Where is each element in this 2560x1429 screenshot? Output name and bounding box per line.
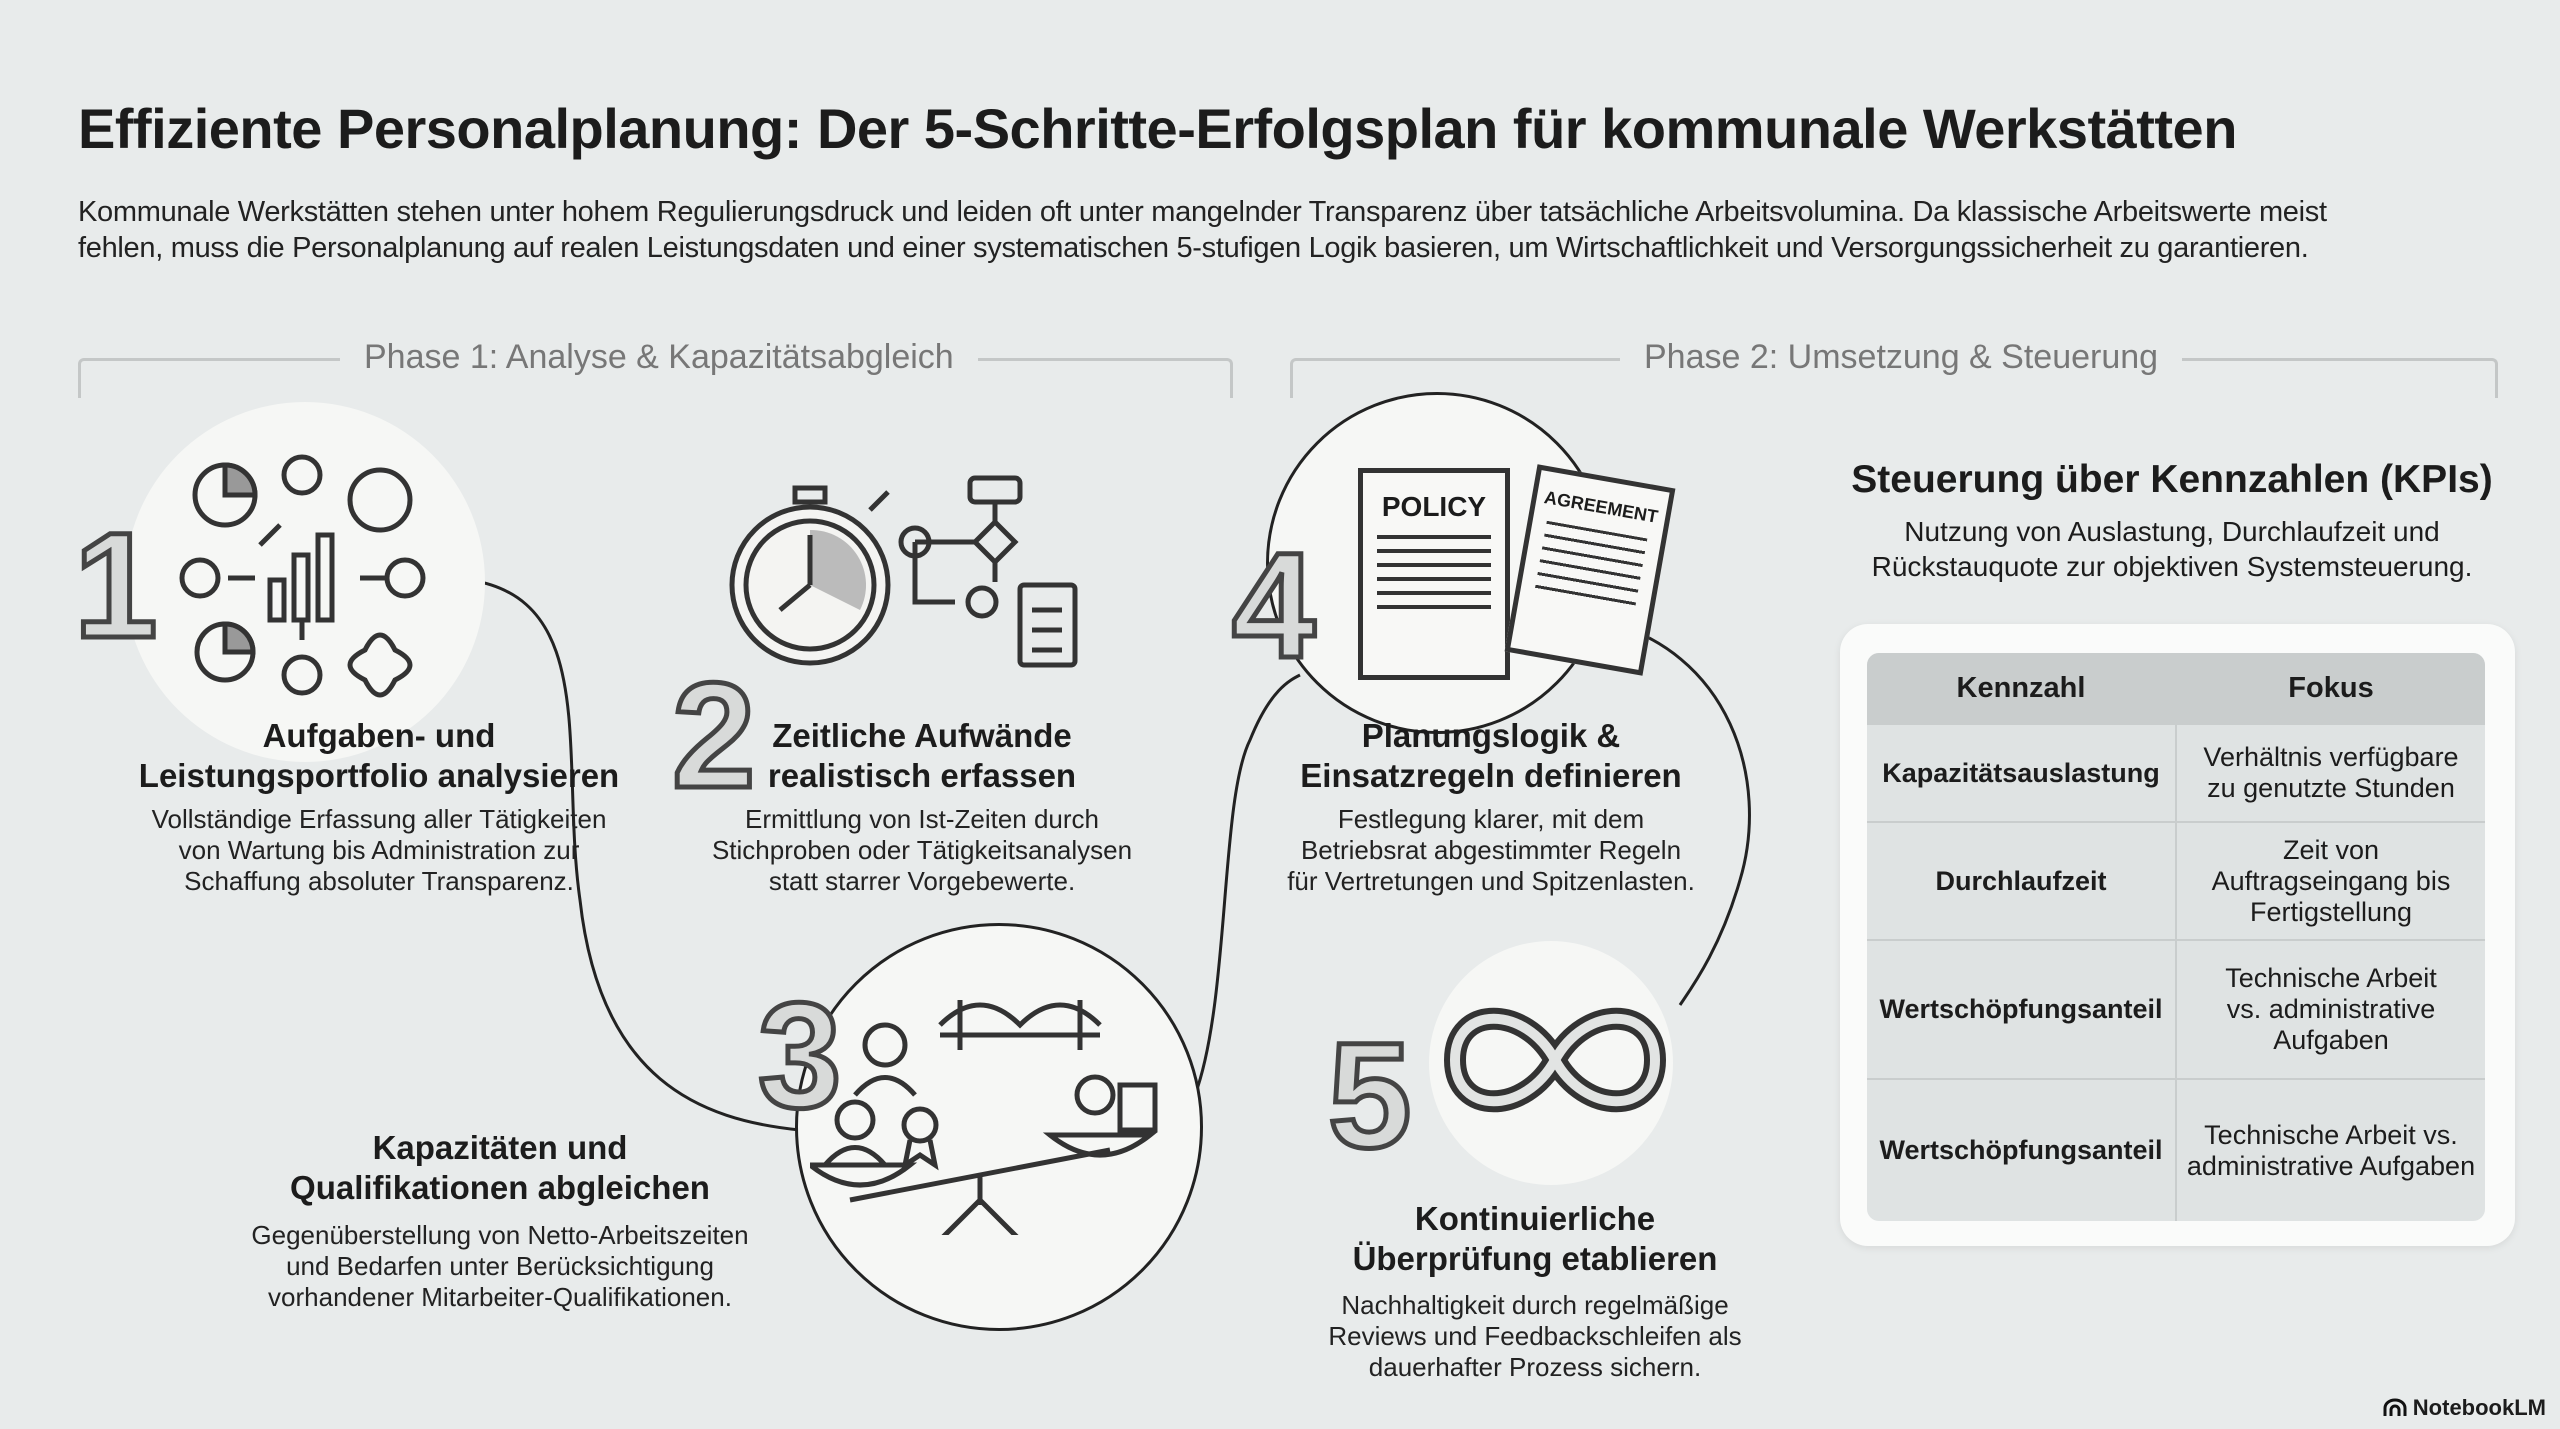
step-5-desc-2: Reviews und Feedbackschleifen als [1328,1321,1742,1351]
step-4-number: 4 [1229,521,1317,689]
kpi-name: Durchlaufzeit [1867,823,2177,939]
phase-2-label: Phase 2: Umsetzung & Steuerung [1620,338,2183,377]
step-2-title-2: realistisch erfassen [767,757,1077,794]
header-fokus: Fokus [2288,671,2374,704]
step-5-number: 5 [1325,1011,1413,1179]
infinity-loop-icon [1443,1007,1667,1113]
step-3-title-2: Qualifikationen abgleichen [290,1169,710,1206]
step-3-desc-1: Gegenüberstellung von Netto-Arbeitszeite… [251,1220,749,1250]
table-header: Kennzahl Fokus [1867,653,2485,723]
table-row: Durchlaufzeit Zeit von Auftragseingang b… [1867,821,2485,939]
step-2-title-1: Zeitliche Aufwände [772,717,1072,754]
kpi-subtitle-2: Rückstauquote zur objektiven Systemsteue… [1871,551,2473,582]
step-1-desc-2: von Wartung bis Administration zur [178,835,580,865]
table-row: Wertschöpfungsanteil Technische Arbeit v… [1867,939,2485,1078]
brand-label: NotebookLM [2412,1395,2546,1420]
step-3-desc-2: und Bedarfen unter Berücksichtigung [286,1251,714,1281]
kpi-title: Steuerung über Kennzahlen (KPIs) [1851,458,2493,501]
intro-line-1: Kommunale Werkstätten stehen unter hohem… [78,196,2327,228]
step-3-desc-3: vorhandener Mitarbeiter-Qualifikationen. [268,1282,732,1312]
step-5-title-2: Überprüfung etablieren [1352,1240,1718,1277]
notebooklm-logo-icon [2383,1398,2407,1416]
step-1-number: 1 [71,501,159,669]
step-4-desc-3: für Vertretungen und Spitzenlasten. [1287,866,1695,896]
intro-line-2: fehlen, muss die Personalplanung auf rea… [78,232,2309,264]
step-4-desc-1: Festlegung klarer, mit dem [1337,804,1645,834]
step-5-title-1: Kontinuierliche [1414,1200,1656,1237]
phase-1-label: Phase 1: Analyse & Kapazitätsabgleich [340,338,978,377]
step-4-title-2: Einsatzregeln definieren [1300,757,1682,794]
kpi-name: Wertschöpfungsanteil [1867,941,2177,1078]
policy-label: POLICY [1381,491,1487,522]
kpi-name: Wertschöpfungsanteil [1867,1080,2177,1221]
step-3-circle [795,923,1203,1331]
step-2-number: 2 [669,651,757,819]
balance-scale-icon [810,1000,1158,1235]
step-4-desc-2: Betriebsrat abgestimmter Regeln [1300,835,1682,865]
step-4-title-1: Planungslogik & [1361,717,1621,754]
policy-document-icon: POLICY [1358,468,1510,680]
step-1-title-2: Leistungsportfolio analysieren [138,757,620,794]
stopwatch-flowchart-icon [729,475,1078,668]
step-3-title-1: Kapazitäten und [372,1129,628,1166]
step-3-number: 3 [755,971,843,1139]
step-2-desc-2: Stichproben oder Tätigkeitsanalysen [711,835,1133,865]
kpi-subtitle-1: Nutzung von Auslastung, Durchlaufzeit un… [1904,516,2440,547]
kpi-name: Kapazitätsauslastung [1867,725,2177,821]
table-row: Wertschöpfungsanteil Technische Arbeit v… [1867,1078,2485,1221]
notebooklm-brand: NotebookLM [2383,1395,2546,1421]
kpi-focus: Zeit von Auftragseingang bis Fertigstell… [2211,834,2451,927]
step-1-desc-3: Schaffung absoluter Transparenz. [184,866,574,896]
step-2-desc-1: Ermittlung von Ist-Zeiten durch [744,804,1100,834]
kpi-focus: Verhältnis verfügbare zu genutzte Stunde… [2203,742,2459,803]
kpi-table: Kennzahl Fokus Kapazitätsauslastung Verh… [1867,653,2485,1221]
kpi-focus: Technische Arbeit vs. administrative Auf… [2186,1119,2476,1181]
step-1-title-1: Aufgaben- und [262,717,496,754]
step-5-desc-1: Nachhaltigkeit durch regelmäßige [1341,1290,1729,1320]
analysis-icon [179,454,426,698]
step-5-desc-3: dauerhafter Prozess sichern. [1368,1352,1702,1382]
header-kennzahl: Kennzahl [1867,653,2177,723]
table-row: Kapazitätsauslastung Verhältnis verfügba… [1867,723,2485,821]
step-2-desc-3: statt starrer Vorgebewerte. [768,866,1076,896]
kpi-focus: Technische Arbeit vs. administrative Auf… [2225,963,2437,1055]
page-title: Effiziente Personalplanung: Der 5-Schrit… [78,97,2237,160]
step-1-desc-1: Vollständige Erfassung aller Tätigkeiten [151,804,607,834]
